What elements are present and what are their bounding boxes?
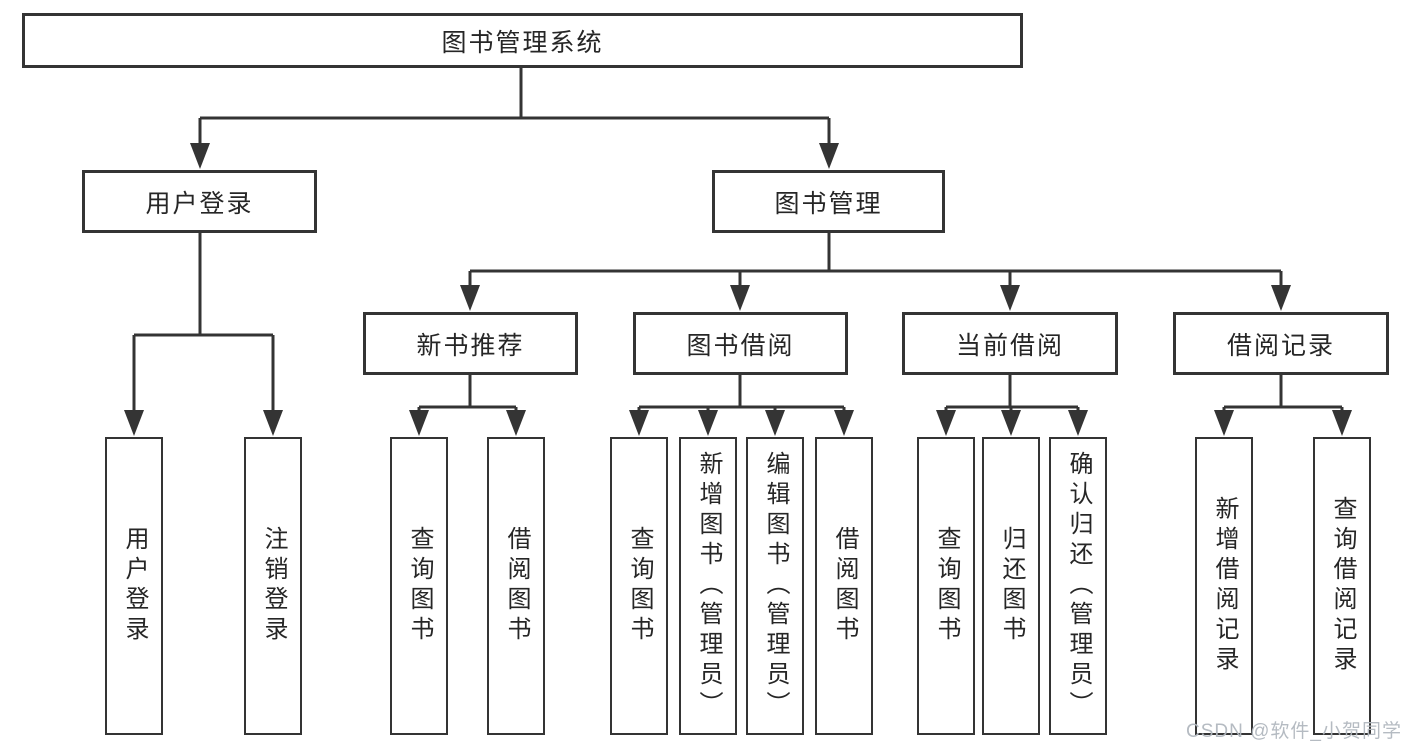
leaf-label: 注销登录 xyxy=(260,526,287,646)
leaf-query-borrow-record: 查询借阅记录 xyxy=(1313,437,1371,735)
leaf-label: 归还图书 xyxy=(998,526,1025,646)
leaf-label: 用户登录 xyxy=(121,526,148,646)
arrowhead-icon xyxy=(1332,410,1352,436)
leaf-logout: 注销登录 xyxy=(244,437,302,735)
arrowhead-icon xyxy=(506,410,526,436)
node-current-borrow: 当前借阅 xyxy=(902,312,1118,375)
node-label: 借阅记录 xyxy=(1226,331,1335,360)
node-book-borrow: 图书借阅 xyxy=(633,312,848,375)
node-label: 图书管理系统 xyxy=(441,28,604,57)
arrowhead-icon xyxy=(765,410,785,436)
leaf-label: 查询图书 xyxy=(626,526,653,646)
arrowhead-icon xyxy=(1068,410,1088,436)
arrowhead-icon xyxy=(190,143,210,169)
leaf-add-books-admin: 新增图书（管理员） xyxy=(679,437,737,735)
leaf-label: 查询借阅记录 xyxy=(1329,496,1356,676)
arrowhead-icon xyxy=(834,410,854,436)
arrowhead-icon xyxy=(1000,285,1020,311)
node-label: 用户登录 xyxy=(145,189,254,218)
leaf-label: 借阅图书 xyxy=(503,526,530,646)
leaf-confirm-return-admin: 确认归还（管理员） xyxy=(1049,437,1107,735)
arrowhead-icon xyxy=(698,410,718,436)
arrowhead-icon xyxy=(124,410,144,436)
node-label: 图书借阅 xyxy=(686,331,795,360)
arrowhead-icon xyxy=(409,410,429,436)
leaf-borrow-books-borrow: 借阅图书 xyxy=(815,437,873,735)
leaf-user-login: 用户登录 xyxy=(105,437,163,735)
arrowhead-icon xyxy=(1001,410,1021,436)
arrowhead-icon xyxy=(819,143,839,169)
leaf-add-borrow-record: 新增借阅记录 xyxy=(1195,437,1253,735)
node-new-book-recommend: 新书推荐 xyxy=(363,312,578,375)
leaf-query-books-current: 查询图书 xyxy=(917,437,975,735)
arrowhead-icon xyxy=(1214,410,1234,436)
leaf-label: 查询图书 xyxy=(933,526,960,646)
node-book-management: 图书管理 xyxy=(712,170,945,233)
arrowhead-icon xyxy=(936,410,956,436)
node-root: 图书管理系统 xyxy=(22,13,1023,68)
leaf-label: 查询图书 xyxy=(406,526,433,646)
node-label: 新书推荐 xyxy=(416,331,525,360)
node-label: 图书管理 xyxy=(774,189,883,218)
arrowhead-icon xyxy=(1271,285,1291,311)
leaf-label: 借阅图书 xyxy=(831,526,858,646)
leaf-label: 新增借阅记录 xyxy=(1211,496,1238,676)
leaf-query-books-borrow: 查询图书 xyxy=(610,437,668,735)
leaf-label: 新增图书（管理员） xyxy=(695,451,722,721)
leaf-edit-books-admin: 编辑图书（管理员） xyxy=(746,437,804,735)
leaf-label: 确认归还（管理员） xyxy=(1065,451,1092,721)
arrowhead-icon xyxy=(460,285,480,311)
node-borrow-records: 借阅记录 xyxy=(1173,312,1389,375)
leaf-return-books: 归还图书 xyxy=(982,437,1040,735)
arrowhead-icon xyxy=(730,285,750,311)
leaf-borrow-books-recommend: 借阅图书 xyxy=(487,437,545,735)
node-label: 当前借阅 xyxy=(955,331,1064,360)
leaf-query-books-recommend: 查询图书 xyxy=(390,437,448,735)
node-user-login: 用户登录 xyxy=(82,170,317,233)
arrowhead-icon xyxy=(629,410,649,436)
arrowhead-icon xyxy=(263,410,283,436)
watermark-text: CSDN @软件_小贺同学 xyxy=(1186,721,1402,742)
leaf-label: 编辑图书（管理员） xyxy=(762,451,789,721)
